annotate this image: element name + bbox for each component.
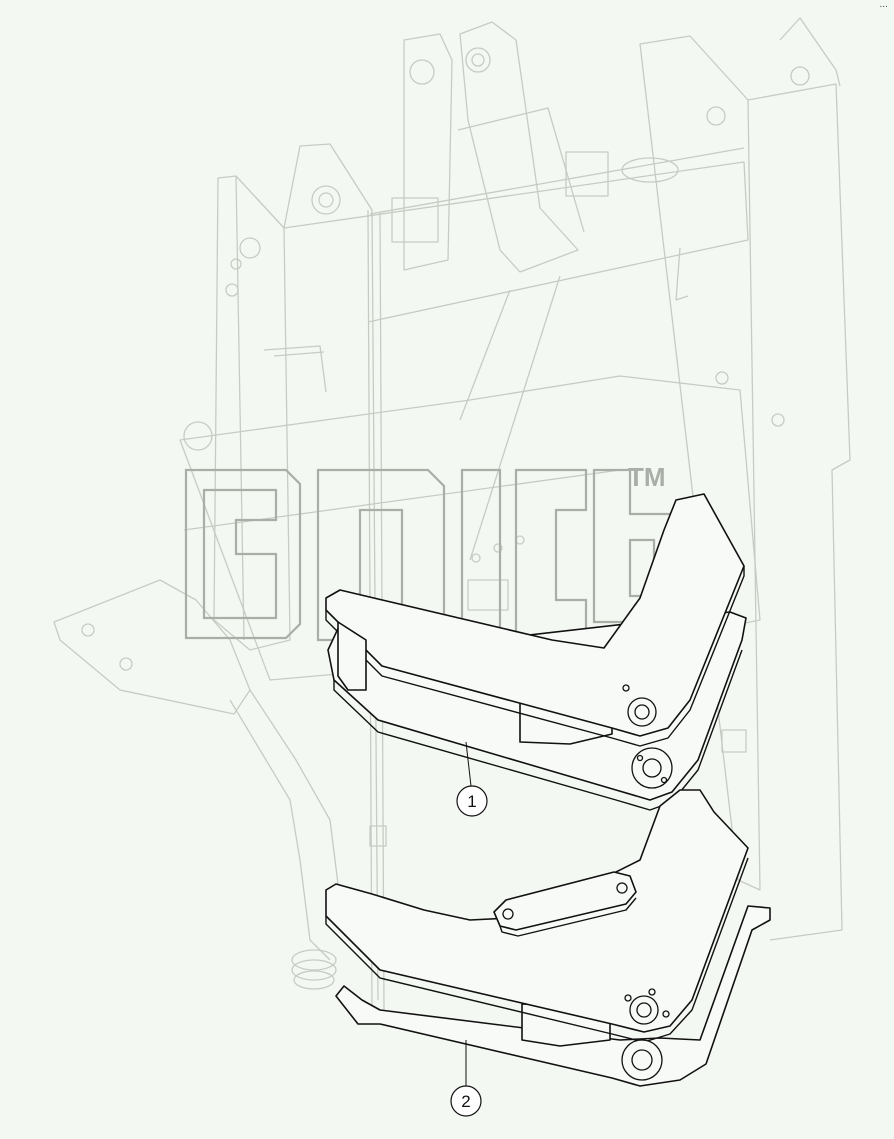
watermark-logo: TM (184, 462, 682, 642)
part-1-bracket-assembly (325, 493, 747, 811)
part-1-upper-plate (325, 493, 745, 737)
ghost-frame-assembly (53, 17, 851, 1011)
part-2-lower-plate (335, 905, 771, 1087)
callout-1-label: 1 (467, 792, 476, 811)
watermark-tm: TM (628, 462, 666, 492)
callout-2: 2 (450, 1040, 482, 1117)
part-2-bracket-assembly (325, 789, 771, 1087)
callout-2-label: 2 (461, 1092, 470, 1111)
part-2-link-plate (493, 871, 637, 931)
corner-mark: ... (879, 0, 888, 10)
callout-1: 1 (456, 741, 488, 817)
